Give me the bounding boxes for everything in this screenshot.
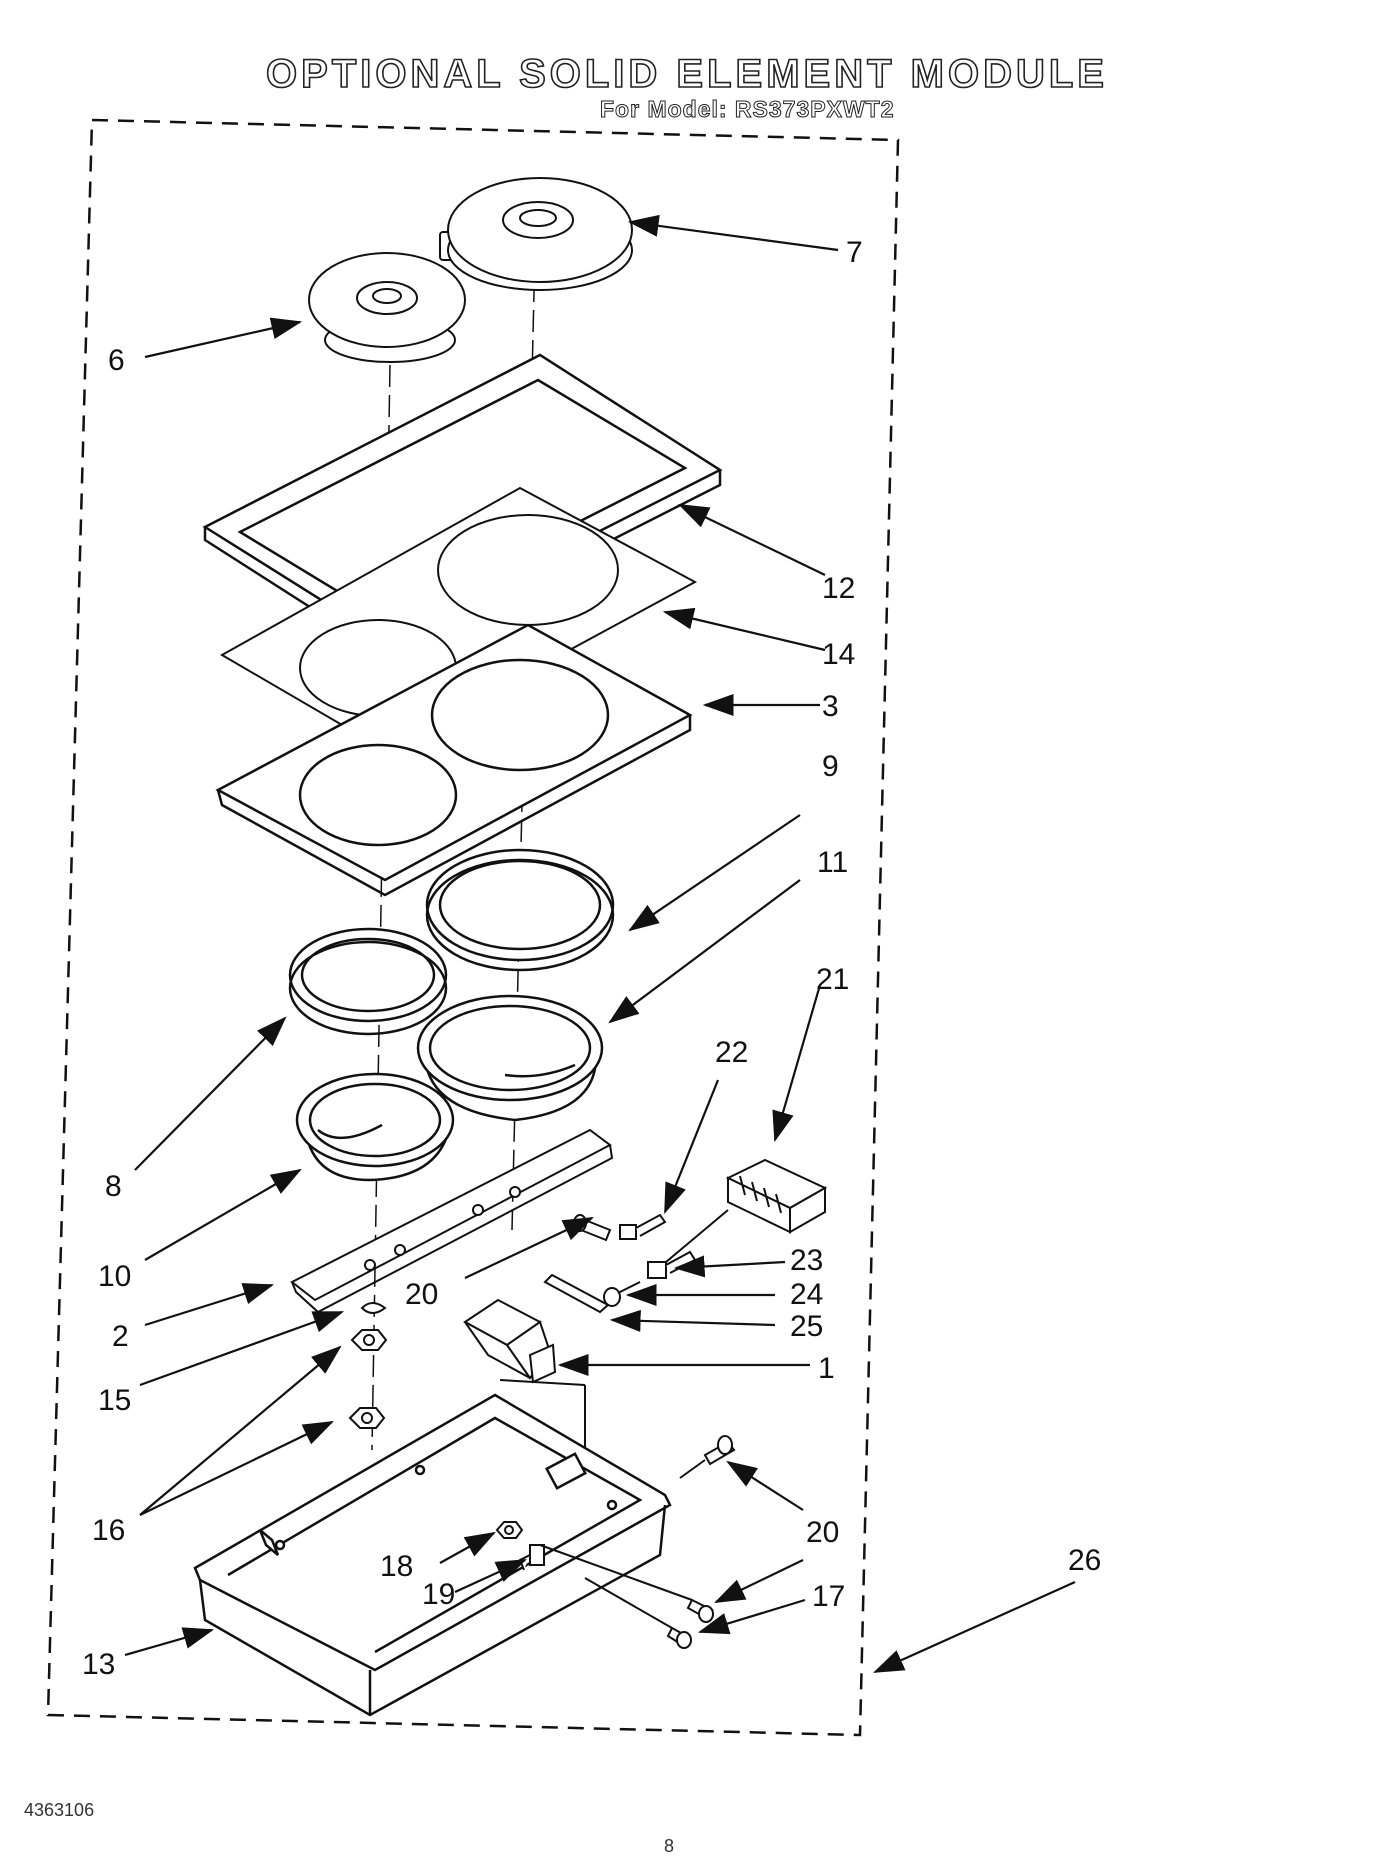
leader-23: [673, 1255, 786, 1278]
leader-20-upper: [464, 1217, 594, 1279]
leader-8: [134, 1016, 287, 1171]
callout-24: 24: [790, 1278, 824, 1311]
callout-2: 2: [112, 1320, 129, 1353]
part-25-strip: [543, 1273, 610, 1314]
callout-8: 8: [105, 1170, 122, 1203]
leader-11: [608, 879, 801, 1024]
part-20-screw-right: [679, 1435, 736, 1479]
part-7-large-element: [439, 177, 633, 291]
callout-22: 22: [715, 1036, 749, 1069]
leader-22: [663, 1079, 720, 1215]
leader-6: [144, 317, 303, 359]
leader-20-lower: [714, 1559, 804, 1603]
callout-16: 16: [92, 1514, 126, 1547]
leader-15: [139, 1310, 345, 1387]
part-17-screw: [584, 1577, 692, 1649]
leader-17: [697, 1598, 806, 1635]
callout-18: 18: [380, 1550, 414, 1583]
part-13-bottom-pan: [193, 1393, 672, 1717]
callout-21: 21: [816, 963, 850, 996]
diagram-title: OPTIONAL SOLID ELEMENT MODULE: [265, 51, 1108, 97]
part-8-small-ring: [288, 927, 448, 1036]
page-number: 8: [664, 1836, 675, 1856]
part-18-nut: [495, 1521, 524, 1539]
callout-6: 6: [108, 344, 125, 377]
leader-25: [609, 1309, 776, 1332]
leader-12: [678, 504, 826, 576]
leader-20-right: [726, 1460, 804, 1511]
leader-13: [124, 1627, 215, 1657]
leader-18: [439, 1531, 496, 1564]
callout-13: 13: [82, 1648, 116, 1681]
leader-7: [627, 214, 839, 252]
part-22-terminal: [619, 1213, 667, 1240]
callout-3: 3: [822, 690, 839, 723]
part-21-terminal-block: [725, 1158, 828, 1234]
callout-14: 14: [822, 638, 856, 671]
callout-11: 11: [817, 846, 849, 879]
callout-10: 10: [98, 1260, 132, 1293]
callout-26: 26: [1068, 1544, 1102, 1577]
part-11-large-reflector: [416, 994, 604, 1122]
callout-25: 25: [790, 1310, 824, 1343]
module-outline: [46, 118, 900, 1737]
model-subtitle: For Model: RS373PXWT2: [599, 96, 895, 123]
part-16-nuts: [348, 1329, 388, 1429]
leader-16b: [139, 1421, 334, 1516]
leader-16a: [139, 1345, 342, 1516]
callout-17: 17: [812, 1580, 846, 1613]
leader-21: [772, 984, 822, 1143]
part-6-small-element: [308, 252, 466, 363]
part-3-base-plate: [215, 623, 693, 897]
callout-20-upper: 20: [405, 1278, 439, 1311]
leader-2: [144, 1283, 275, 1327]
callout-15: 15: [98, 1384, 132, 1417]
leader-9: [628, 814, 801, 932]
leader-14: [662, 607, 826, 652]
callout-12: 12: [822, 572, 856, 605]
part-10-small-reflector: [295, 1072, 455, 1182]
callout-20-lower: 20: [806, 1516, 840, 1549]
leader-10: [144, 1168, 302, 1261]
leader-26: [872, 1580, 1076, 1674]
callout-23: 23: [790, 1244, 824, 1277]
leader-lines: [124, 214, 1076, 1674]
part-9-large-ring: [425, 848, 615, 972]
part-24-screw: [603, 1281, 641, 1307]
document-code: 4363106: [24, 1800, 95, 1820]
callout-19: 19: [422, 1578, 456, 1611]
callout-7: 7: [846, 236, 863, 269]
part-15-clip: [360, 1302, 387, 1314]
callout-9: 9: [822, 750, 839, 783]
leader-19: [454, 1558, 528, 1594]
callout-1: 1: [818, 1352, 835, 1385]
